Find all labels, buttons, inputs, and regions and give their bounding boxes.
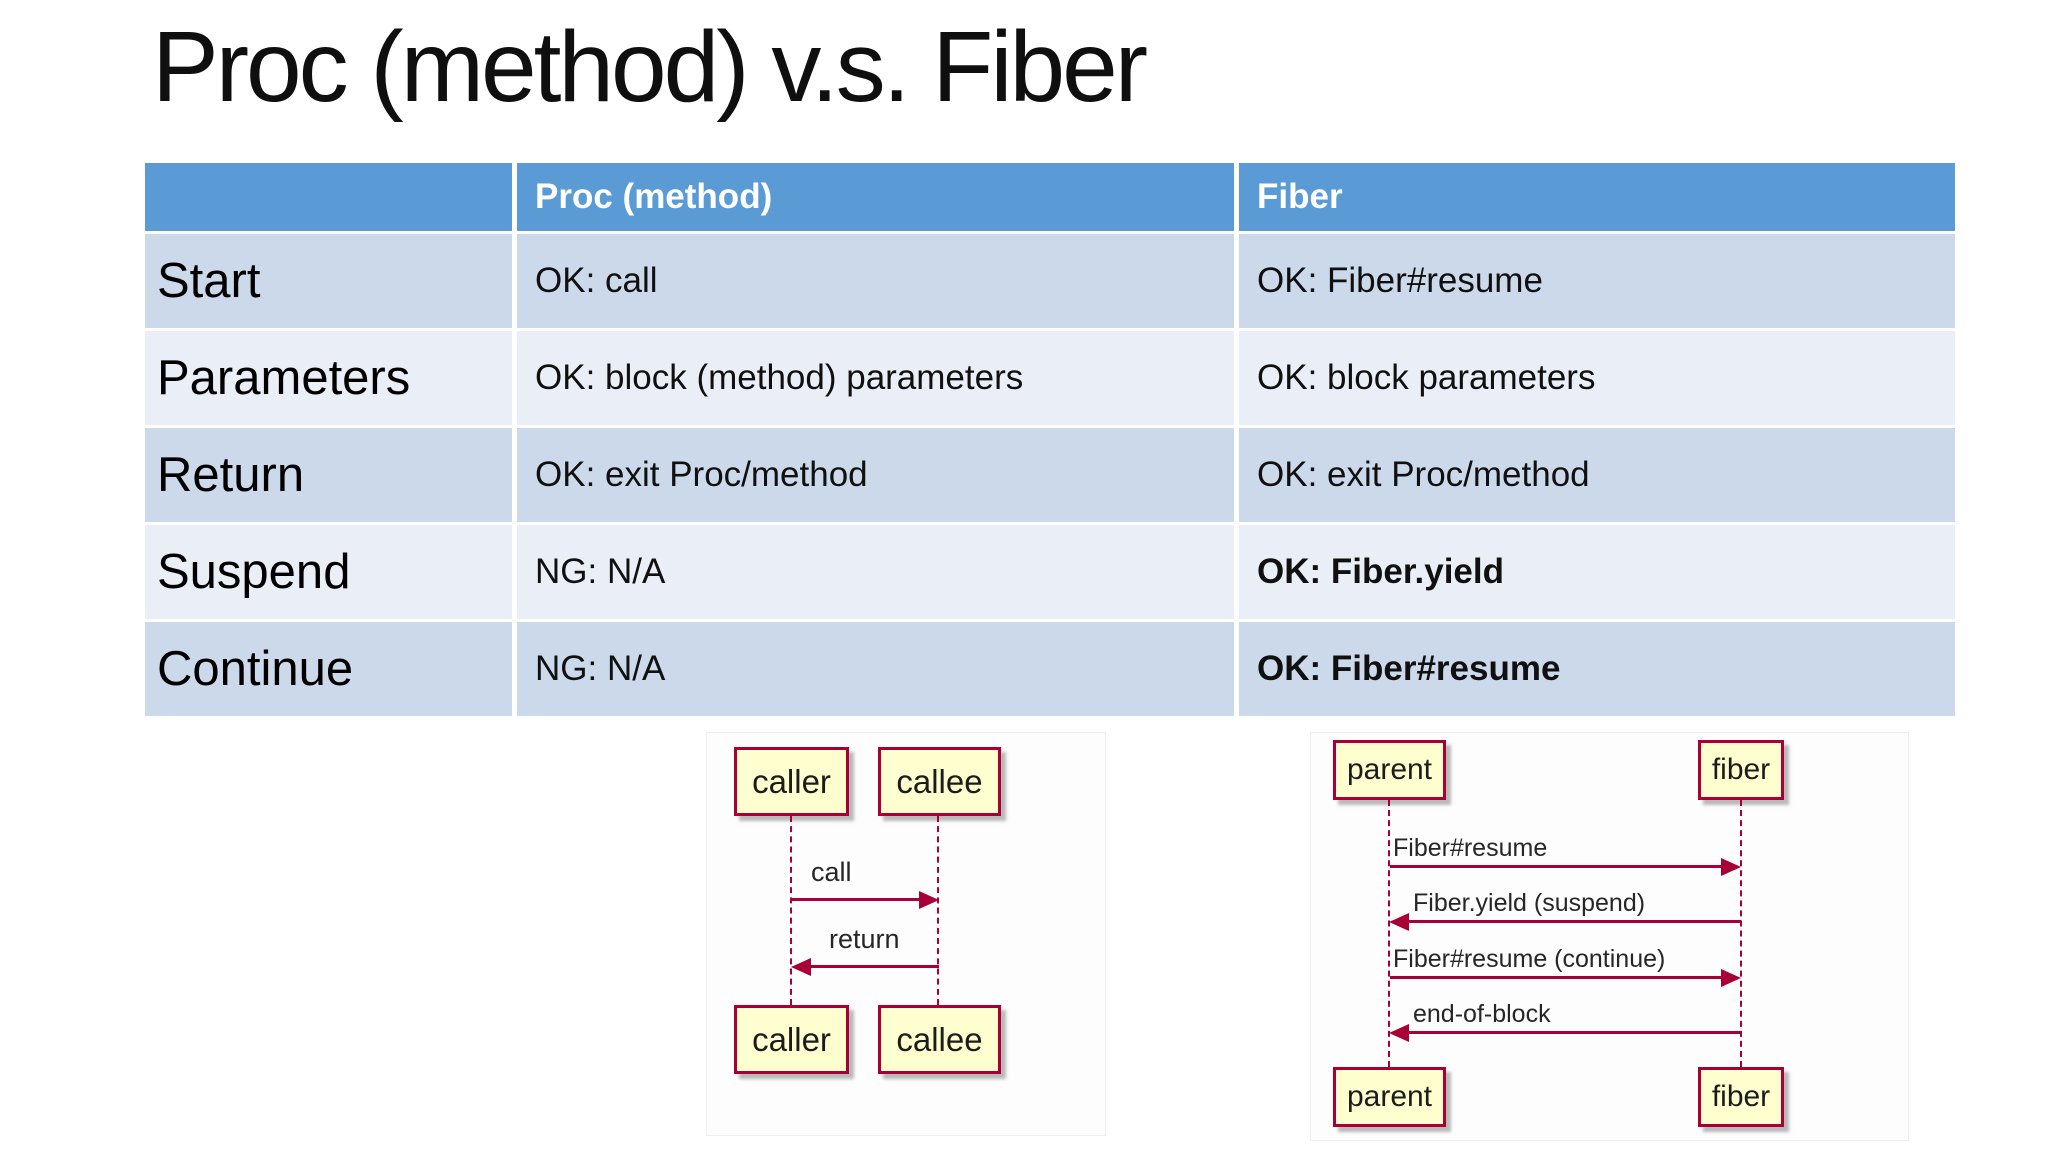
row-label: Start [145, 234, 512, 328]
message-label-resume-continue: Fiber#resume (continue) [1393, 945, 1666, 973]
actor-box-fiber-bottom: fiber [1698, 1067, 1784, 1127]
lifeline-fiber [1740, 800, 1742, 1067]
lifeline-callee [937, 816, 939, 1005]
sequence-diagram-proc: caller callee call return caller callee [706, 732, 1106, 1136]
comparison-table: Proc (method) Fiber Start OK: call OK: F… [140, 160, 1960, 719]
actor-label: caller [752, 762, 831, 800]
table-row-start: Start OK: call OK: Fiber#resume [145, 234, 1955, 328]
actor-label: parent [1346, 1080, 1433, 1113]
message-arrow-return [811, 965, 939, 968]
proc-cell: NG: N/A [517, 622, 1234, 716]
actor-label: callee [896, 762, 983, 800]
header-cell-blank [145, 163, 512, 231]
message-label-end-of-block: end-of-block [1413, 1000, 1551, 1028]
table-header-row: Proc (method) Fiber [145, 163, 1955, 231]
actor-label: parent [1346, 753, 1433, 786]
row-label: Parameters [145, 331, 512, 425]
table-row-parameters: Parameters OK: block (method) parameters… [145, 331, 1955, 425]
proc-cell: OK: block (method) parameters [517, 331, 1234, 425]
table-row-return: Return OK: exit Proc/method OK: exit Pro… [145, 428, 1955, 522]
proc-cell: OK: exit Proc/method [517, 428, 1234, 522]
actor-box-fiber-top: fiber [1698, 740, 1784, 800]
actor-label: fiber [1711, 753, 1771, 786]
lifeline-caller [790, 816, 792, 1005]
message-label-return: return [829, 924, 900, 954]
row-label: Suspend [145, 525, 512, 619]
actor-box-caller-bottom: caller [734, 1005, 849, 1074]
fiber-cell: OK: Fiber#resume [1239, 622, 1955, 716]
actor-label: caller [752, 1020, 831, 1058]
message-label-resume: Fiber#resume [1393, 834, 1548, 862]
message-arrow-resume-continue [1390, 976, 1721, 979]
message-arrow-call [791, 898, 919, 901]
proc-cell: NG: N/A [517, 525, 1234, 619]
arrowhead-right-icon [919, 891, 939, 909]
arrowhead-left-icon [1389, 913, 1409, 931]
fiber-cell: OK: Fiber.yield [1239, 525, 1955, 619]
actor-box-parent-bottom: parent [1333, 1067, 1446, 1127]
table-row-suspend: Suspend NG: N/A OK: Fiber.yield [145, 525, 1955, 619]
proc-cell: OK: call [517, 234, 1234, 328]
message-arrow-yield-suspend [1409, 920, 1741, 923]
actor-box-callee-top: callee [878, 747, 1001, 816]
arrowhead-right-icon [1721, 858, 1741, 876]
actor-box-parent-top: parent [1333, 740, 1446, 800]
message-label-call: call [811, 857, 852, 887]
arrowhead-left-icon [1389, 1024, 1409, 1042]
fiber-cell: OK: Fiber#resume [1239, 234, 1955, 328]
message-arrow-end-of-block [1409, 1031, 1741, 1034]
row-label: Return [145, 428, 512, 522]
table-row-continue: Continue NG: N/A OK: Fiber#resume [145, 622, 1955, 716]
lifeline-parent [1388, 800, 1390, 1067]
actor-box-callee-bottom: callee [878, 1005, 1001, 1074]
fiber-cell: OK: exit Proc/method [1239, 428, 1955, 522]
header-cell-fiber: Fiber [1239, 163, 1955, 231]
arrowhead-left-icon [791, 958, 811, 976]
row-label: Continue [145, 622, 512, 716]
message-arrow-resume [1390, 865, 1721, 868]
actor-box-caller-top: caller [734, 747, 849, 816]
header-cell-proc: Proc (method) [517, 163, 1234, 231]
slide-title: Proc (method) v.s. Fiber [152, 11, 1148, 123]
message-label-yield-suspend: Fiber.yield (suspend) [1413, 889, 1646, 917]
sequence-diagram-fiber: parent fiber Fiber#resume Fiber.yield (s… [1310, 732, 1909, 1141]
arrowhead-right-icon [1721, 969, 1741, 987]
actor-label: callee [896, 1020, 983, 1058]
fiber-cell: OK: block parameters [1239, 331, 1955, 425]
actor-label: fiber [1711, 1080, 1771, 1113]
